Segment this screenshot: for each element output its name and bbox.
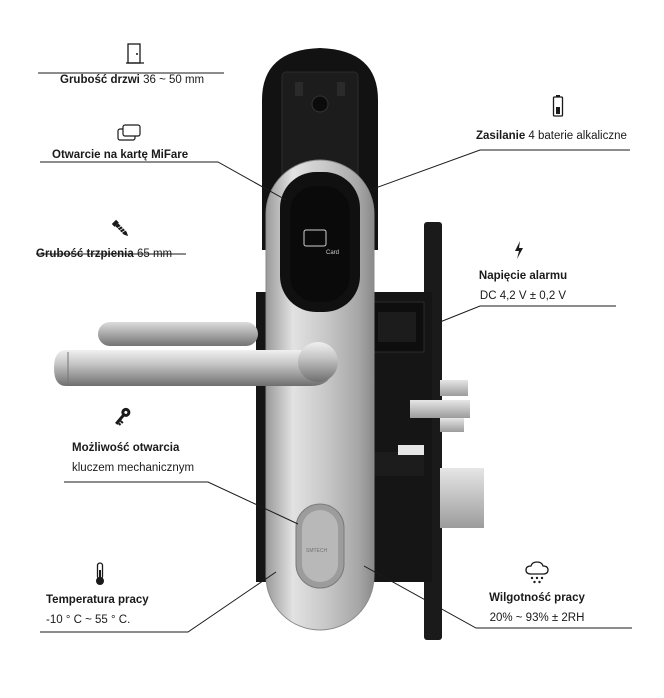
door-thickness-label: Grubość drzwi 36 ~ 50 mm <box>60 72 204 88</box>
latch-bolt <box>440 380 468 396</box>
deadbolt <box>440 468 484 528</box>
mechanical-key-value: kluczem mechanicznym <box>72 462 195 474</box>
mechanical-key-title: Możliwość otwarcia <box>72 442 180 454</box>
spindle-label: Grubość trzpienia 65 mm <box>36 246 172 262</box>
power-value: 4 baterie alkaliczne <box>528 130 627 142</box>
humidity-label: Wilgotność pracy 20% ~ 93% ± 2RH <box>482 590 592 626</box>
power-label: Zasilanie 4 baterie alkaliczne <box>476 128 627 144</box>
screw-icon <box>111 219 129 237</box>
card-reader-text: Card <box>326 250 339 256</box>
door-icon <box>126 43 144 64</box>
rear-lever <box>98 322 258 346</box>
door-thickness-title: Grubość drzwi <box>60 74 140 86</box>
mifare-title: Otwarcie na kartę MiFare <box>52 149 189 161</box>
mechanical-key-label: Możliwość otwarcia kluczem mechanicznym <box>72 440 194 476</box>
temperature-label: Temperatura pracy -10 ° C ~ 55 ° C. <box>46 592 149 628</box>
door-thickness-value: 36 ~ 50 mm <box>143 74 205 86</box>
alarm-voltage-title: Napięcie alarmu <box>478 270 568 282</box>
power-title: Zasilanie <box>476 130 526 142</box>
cylinder-brand: SMTECH <box>306 548 328 554</box>
battery-icon <box>552 95 564 117</box>
humidity-title: Wilgotność pracy <box>489 592 585 604</box>
humidity-value: 20% ~ 93% ± 2RH <box>489 612 585 624</box>
spindle-title: Grubość trzpienia <box>36 248 134 260</box>
front-lever <box>54 350 332 386</box>
cards-icon <box>117 124 141 141</box>
alarm-voltage-value: DC 4,2 V ± 0,2 V <box>479 290 567 302</box>
card-icon <box>303 229 327 247</box>
spindle-value: 65 mm <box>136 248 173 260</box>
mifare-label: Otwarcie na kartę MiFare <box>52 147 188 163</box>
temperature-title: Temperatura pracy <box>46 594 149 606</box>
temperature-value: -10 ° C ~ 55 ° C. <box>46 614 131 626</box>
leader-lines <box>36 72 632 633</box>
rain-cloud-icon <box>525 561 549 584</box>
thermometer-icon <box>96 562 104 585</box>
key-icon <box>115 407 131 426</box>
alarm-voltage-label: Napięcie alarmu DC 4,2 V ± 0,2 V <box>473 268 573 304</box>
lightning-icon <box>515 241 523 259</box>
